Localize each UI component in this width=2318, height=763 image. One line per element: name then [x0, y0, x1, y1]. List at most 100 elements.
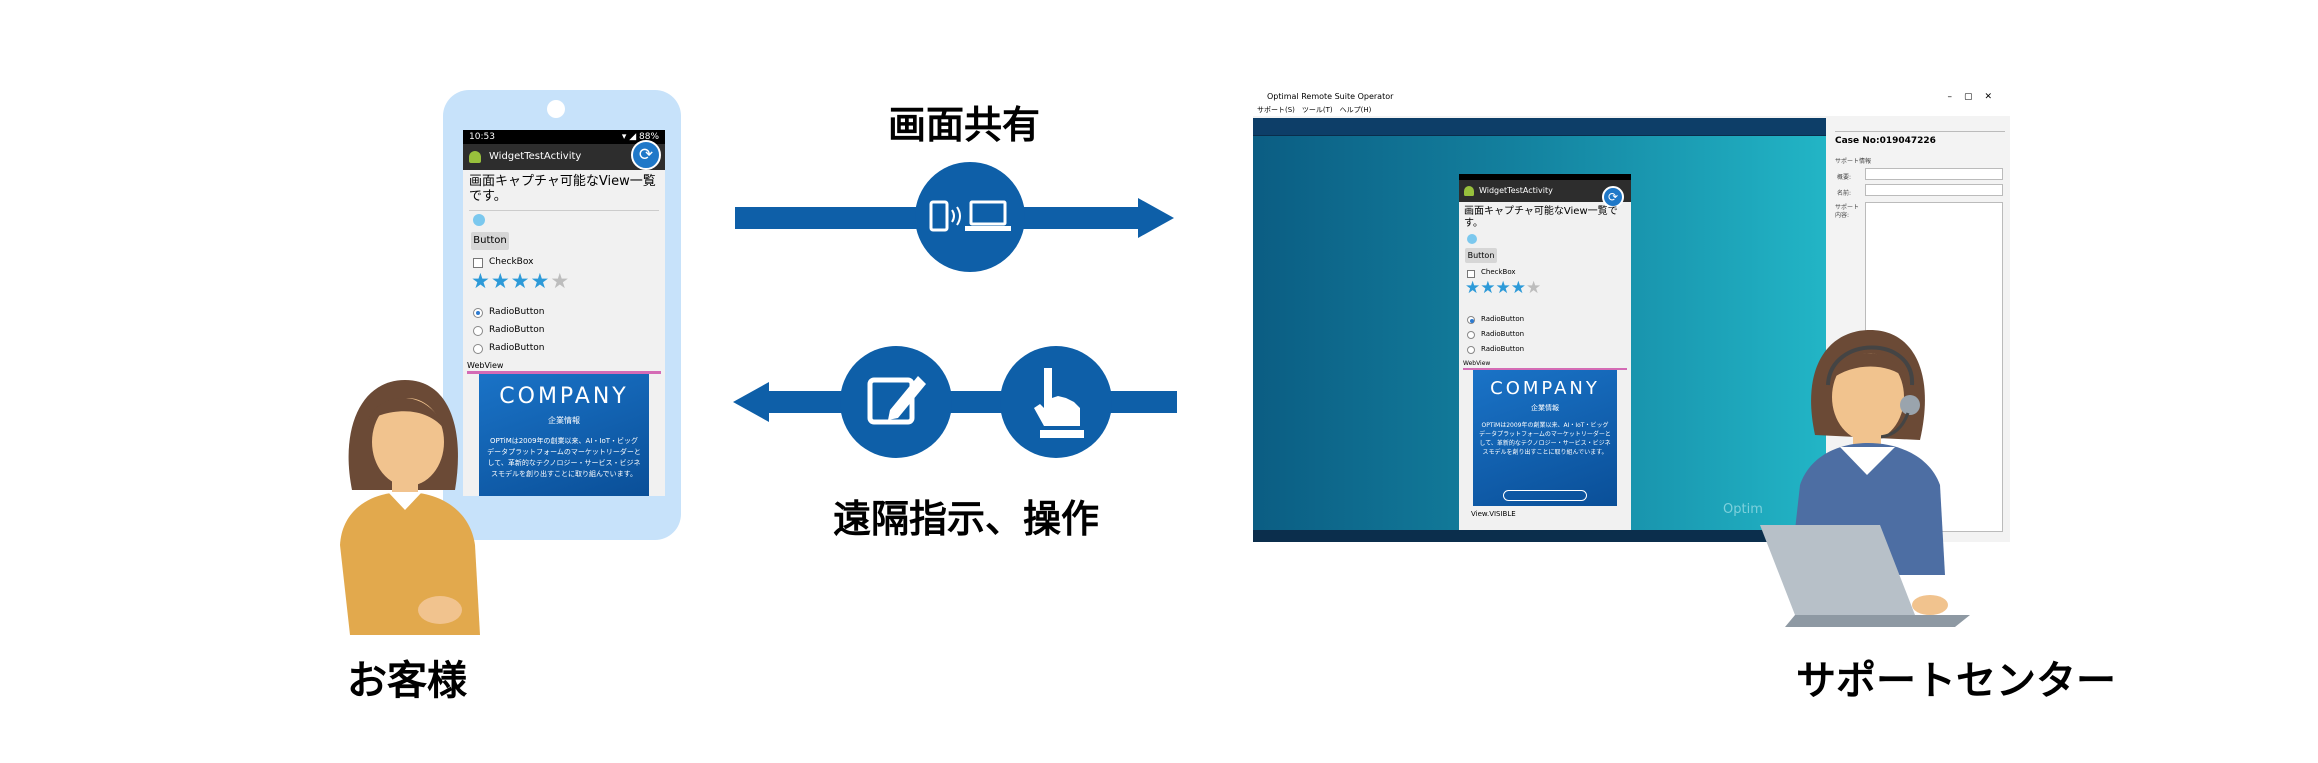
radio-button[interactable]: [1467, 346, 1475, 354]
radio-button[interactable]: [1467, 316, 1475, 324]
bangs: [1830, 352, 1908, 380]
radio-label: RadioButton: [489, 325, 545, 335]
status-indicators: ▾ ◢ 88%: [621, 132, 659, 142]
share-circle: [915, 162, 1025, 272]
instruct-arrow-head: [733, 382, 769, 422]
phone-button[interactable]: Button: [471, 232, 509, 250]
headset-band: [1826, 345, 1915, 386]
window-title-bar: Optimal Remote Suite Operator –▢✕: [1253, 90, 2010, 104]
hand: [418, 596, 462, 624]
star-icon: ★: [550, 269, 571, 293]
remote-viewer[interactable]: WidgetTestActivity ⟳ 画面キャプチャ可能なView一覧です。…: [1253, 118, 1826, 542]
webview-label: WebView: [467, 361, 504, 370]
view-visible-label: View.VISIBLE: [1471, 510, 1516, 518]
phone-page-title: 画面キャプチャ可能なView一覧です。: [469, 174, 656, 204]
webview-bar: [467, 371, 661, 374]
checkbox-label: CheckBox: [1481, 268, 1516, 276]
mirror-button[interactable]: Button: [1465, 248, 1497, 263]
star-icon: ★: [1465, 278, 1481, 298]
star-icon: ★: [1526, 278, 1542, 298]
checkbox[interactable]: [1467, 270, 1475, 278]
customer-phone: 10:53 ▾ ◢ 88% WidgetTestActivity ⟳ 画面キャプ…: [443, 90, 681, 540]
radio-label: RadioButton: [1481, 330, 1525, 338]
headset-earpiece: [1900, 395, 1920, 415]
customer-label: お客様: [347, 658, 467, 704]
laptop-base: [1785, 615, 1970, 627]
mirrored-phone-screen[interactable]: WidgetTestActivity ⟳ 画面キャプチャ可能なView一覧です。…: [1459, 174, 1631, 542]
star-icon: ★: [1480, 278, 1496, 298]
company-body: OPTiMは2009年の創業以来、AI・IoT・ビッグデータプラットフォームのマ…: [487, 437, 641, 478]
edit-circle: [840, 346, 952, 458]
customer-person-illustration: [340, 380, 480, 635]
star-icon: ★: [471, 269, 491, 293]
rating-bar[interactable]: ★★★★★: [471, 269, 570, 293]
rating-bar[interactable]: ★★★★★: [1465, 278, 1541, 298]
star-icon: ★: [1495, 278, 1511, 298]
remote-instruction-label: 遠隔指示、操作: [833, 497, 1100, 541]
sync-icon[interactable]: ⟳: [631, 140, 661, 170]
webview-label: WebView: [1463, 360, 1491, 367]
case-number: Case No:019047226: [1835, 136, 1936, 146]
radio-label: RadioButton: [1481, 345, 1525, 353]
side-label: サポート情報: [1835, 158, 1872, 165]
laptop-screen: [1760, 525, 1915, 615]
status-time: 10:53: [469, 132, 495, 142]
radio-button[interactable]: [473, 344, 483, 354]
hand: [1912, 595, 1948, 615]
android-icon: [469, 151, 481, 163]
phone-camera: [547, 100, 565, 118]
radio-button[interactable]: [473, 308, 483, 318]
window-title: Optimal Remote Suite Operator: [1267, 92, 1394, 101]
viewer-status-bar: [1253, 530, 1826, 542]
summary-field[interactable]: [1865, 168, 2003, 180]
plus-icon[interactable]: [473, 214, 485, 226]
touch-circle: [1000, 346, 1112, 458]
sync-icon[interactable]: ⟳: [1602, 186, 1624, 208]
window-controls[interactable]: –▢✕: [1947, 92, 2004, 102]
side-label: サポート内容:: [1835, 204, 1860, 219]
phone-screen: 10:53 ▾ ◢ 88% WidgetTestActivity ⟳ 画面キャプ…: [463, 130, 665, 496]
radio-label: RadioButton: [1481, 315, 1525, 323]
divider: [469, 210, 659, 211]
mirror-page-title: 画面キャプチャ可能なView一覧です。: [1464, 206, 1618, 229]
side-label: 概要:: [1837, 174, 1852, 181]
edit-icon: [867, 376, 926, 425]
instruct-arrow-shaft: [765, 391, 1177, 413]
star-icon: ★: [510, 269, 531, 293]
company-body: OPTiMは2009年の創業以来、AI・IoT・ビッグデータプラットフォームのマ…: [1479, 422, 1611, 456]
company-heading: COMPANY: [499, 384, 629, 409]
checkbox[interactable]: [473, 258, 483, 268]
radio-button[interactable]: [473, 326, 483, 336]
radio-button[interactable]: [1467, 331, 1475, 339]
side-tabs[interactable]: [1835, 124, 2005, 132]
device-share-icon: [929, 200, 1011, 232]
operator-person-illustration: [1760, 330, 1970, 627]
webview-bar: [1463, 368, 1627, 370]
support-center-label: サポートセンター: [1796, 658, 2116, 704]
radio-label: RadioButton: [489, 343, 545, 353]
phone-app-title: WidgetTestActivity: [489, 151, 582, 162]
viewer-toolbar[interactable]: [1253, 118, 1826, 136]
more-info-button[interactable]: [1503, 490, 1587, 501]
collar: [388, 492, 422, 510]
viewer-watermark: Optim: [1723, 502, 1763, 517]
hand-pointer-icon: [1034, 368, 1084, 438]
star-icon: ★: [530, 269, 551, 293]
mirror-webview[interactable]: COMPANY 企業情報 OPTiMは2009年の創業以来、AI・IoT・ビッグ…: [1473, 370, 1617, 506]
company-subtitle: 企業情報: [548, 416, 580, 425]
face: [372, 398, 444, 486]
window-menu-bar[interactable]: サポート(S) ツール(T) ヘルプ(H): [1253, 104, 2010, 116]
mirror-app-bar: WidgetTestActivity: [1459, 180, 1631, 202]
radio-label: RadioButton: [489, 307, 545, 317]
screen-share-label: 画面共有: [888, 103, 1041, 147]
checkbox-label: CheckBox: [489, 257, 534, 267]
side-label: 名前:: [1837, 190, 1852, 197]
phone-status-bar: 10:53 ▾ ◢ 88%: [463, 130, 665, 144]
phone-webview[interactable]: COMPANY 企業情報 OPTiMは2009年の創業以来、AI・IoT・ビッグ…: [479, 374, 649, 496]
headset-mic: [1879, 412, 1910, 439]
shirt-collar: [1840, 447, 1895, 475]
plus-icon[interactable]: [1467, 234, 1477, 244]
bangs: [368, 397, 445, 430]
share-arrow-head: [1138, 198, 1174, 238]
name-field[interactable]: [1865, 184, 2003, 196]
